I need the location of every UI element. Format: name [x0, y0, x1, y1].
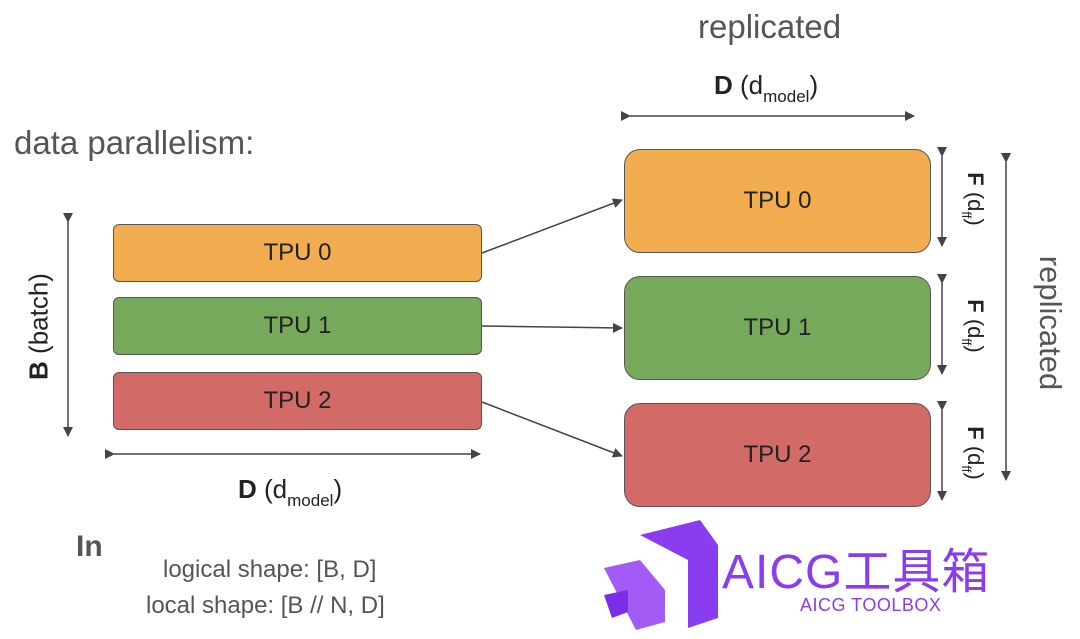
left-d-open: (d [264, 474, 288, 504]
top-d-symbol: D [714, 70, 733, 100]
left-d-subscript: model [287, 491, 334, 510]
connector-arrow-1 [481, 322, 623, 333]
right-tpu-block-2: TPU 2 [624, 403, 931, 507]
left-dmodel-label: D (dmodel) [238, 474, 343, 510]
diagram-title: data parallelism: [14, 124, 255, 161]
top-d-subscript: model [763, 87, 810, 106]
local-shape-text: local shape: [B // N, D] [146, 592, 385, 619]
watermark-text: AICG工具箱 [722, 546, 991, 599]
left-tpu-block-2: TPU 2 [113, 372, 482, 430]
top-dmodel-label: D (dmodel) [714, 70, 819, 106]
left-d-symbol: D [238, 474, 257, 504]
right-tpu-block-0: TPU 0 [624, 149, 931, 253]
top-replicated-label: replicated [698, 8, 842, 45]
connector-arrow-2 [481, 401, 623, 458]
left-tpu-block-1: TPU 1 [113, 297, 482, 355]
top-d-open: (d [740, 70, 764, 100]
left-tpu-block-0: TPU 0 [113, 224, 482, 282]
watermark-subtext: AICG TOOLBOX [800, 595, 942, 615]
connector-arrow-0 [481, 198, 623, 254]
left-d-close: ) [333, 474, 343, 504]
right-tpu-block-1: TPU 1 [624, 276, 931, 380]
in-label: In [76, 530, 103, 563]
top-d-close: ) [809, 70, 819, 100]
logical-shape-text: logical shape: [B, D] [163, 556, 377, 583]
